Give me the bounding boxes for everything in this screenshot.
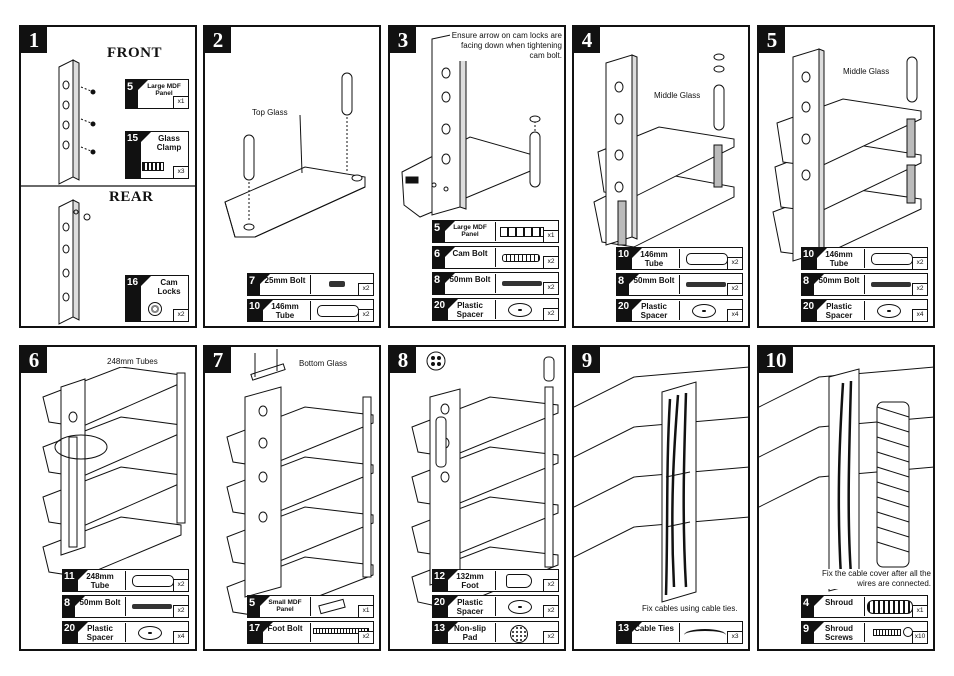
step-10-illustration	[759, 366, 933, 592]
bolt-icon	[495, 274, 556, 293]
tubes-note: 248mm Tubes	[107, 357, 158, 367]
step-number: 9	[574, 347, 600, 373]
bottom-glass-note: Bottom Glass	[299, 359, 348, 369]
step-9-illustration	[574, 366, 748, 603]
part-card: 20 Plastic Spacer x2	[432, 298, 559, 321]
spacer-icon	[679, 301, 740, 320]
step-number: 5	[759, 27, 785, 53]
cable-ties-note: Fix cables using cable ties.	[642, 604, 738, 614]
spacer-icon	[864, 301, 925, 320]
part-card: 20 Plastic Spacer x2	[432, 595, 559, 618]
part-card: 13 Non-slip Pad x2	[432, 621, 559, 644]
step-3-illustration	[401, 32, 541, 218]
step-7-illustration	[226, 349, 374, 618]
part-card: 20 Plastic Spacer x4	[62, 621, 189, 644]
step-5-illustration	[772, 48, 922, 262]
step-1-illustration	[21, 59, 195, 325]
bolt-icon	[125, 597, 186, 616]
part-card: 12 132mm Foot x2	[432, 569, 559, 592]
part-card: 5 Large MDF Panel x1	[125, 79, 189, 109]
bolt-icon	[864, 275, 925, 294]
spacer-icon	[495, 300, 556, 319]
part-card: 20 Plastic Spacer x4	[801, 299, 928, 322]
part-card: 8 50mm Bolt x2	[62, 595, 189, 618]
part-card: 4 Shroud x1	[801, 595, 928, 618]
cam-lock-icon	[148, 302, 162, 316]
step-6-illustration	[42, 366, 186, 578]
spacer-icon	[495, 597, 556, 616]
part-card: 15 Glass Clamp x3	[125, 131, 189, 179]
part-card: 5 Small MDF Panel x1	[247, 595, 374, 618]
part-card: 13 Cable Ties x3	[616, 621, 743, 644]
part-card: 8 50mm Bolt x2	[801, 273, 928, 296]
part-card: 20 Plastic Spacer x4	[616, 299, 743, 322]
small-mdf-panel-icon	[310, 597, 371, 616]
part-card: 10 146mm Tube x2	[247, 299, 374, 322]
step-number: 8	[390, 347, 416, 373]
part-card: 10 146mm Tube x2	[801, 247, 928, 270]
middle-glass-note: Middle Glass	[654, 91, 701, 101]
part-card: 10 146mm Tube x2	[616, 247, 743, 270]
step-number: 3	[390, 27, 416, 53]
foot-icon	[495, 571, 556, 590]
bolt-icon	[679, 275, 740, 294]
rear-label: REAR	[109, 189, 154, 205]
cam-lock-note: Ensure arrow on cam locks are facing dow…	[450, 31, 562, 61]
part-card: 6 Cam Bolt x2	[432, 246, 559, 269]
glass-clamp-icon	[142, 162, 164, 171]
part-card: 17 Foot Bolt x2	[247, 621, 374, 644]
part-card: 11 248mm Tube x2	[62, 569, 189, 592]
spacer-icon	[125, 623, 186, 642]
cable-cover-note: Fix the cable cover after all the wires …	[819, 569, 931, 589]
step-9-panel: 9 Fix cables using cable ties.	[572, 345, 750, 651]
part-card: 8 50mm Bolt x2	[616, 273, 743, 296]
part-card: 5 Large MDF Panel x1	[432, 220, 559, 243]
step-8-illustration	[411, 351, 559, 610]
step-4-panel: 4 Middle Glass	[572, 25, 750, 328]
non-slip-pad-icon	[495, 623, 556, 643]
cam-bolt-icon	[495, 248, 556, 267]
bolt-icon	[310, 275, 371, 294]
step-4-illustration	[593, 53, 735, 248]
front-label: FRONT	[107, 45, 162, 61]
step-number: 6	[21, 347, 47, 373]
step-number: 10	[759, 347, 793, 373]
part-card: 9 Shroud Screws x10	[801, 621, 928, 644]
cable-tie-icon	[679, 623, 740, 642]
part-card: 16 Cam Locks x2	[125, 275, 189, 322]
middle-glass-note: Middle Glass	[843, 67, 890, 77]
step-number: 1	[21, 27, 47, 53]
step-number: 7	[205, 347, 231, 373]
step-2-illustration	[224, 72, 366, 238]
step-number: 2	[205, 27, 231, 53]
top-glass-note: Top Glass	[252, 108, 288, 118]
step-number: 4	[574, 27, 600, 53]
part-card: 8 50mm Bolt x2	[432, 272, 559, 295]
part-card: 7 25mm Bolt x2	[247, 273, 374, 296]
